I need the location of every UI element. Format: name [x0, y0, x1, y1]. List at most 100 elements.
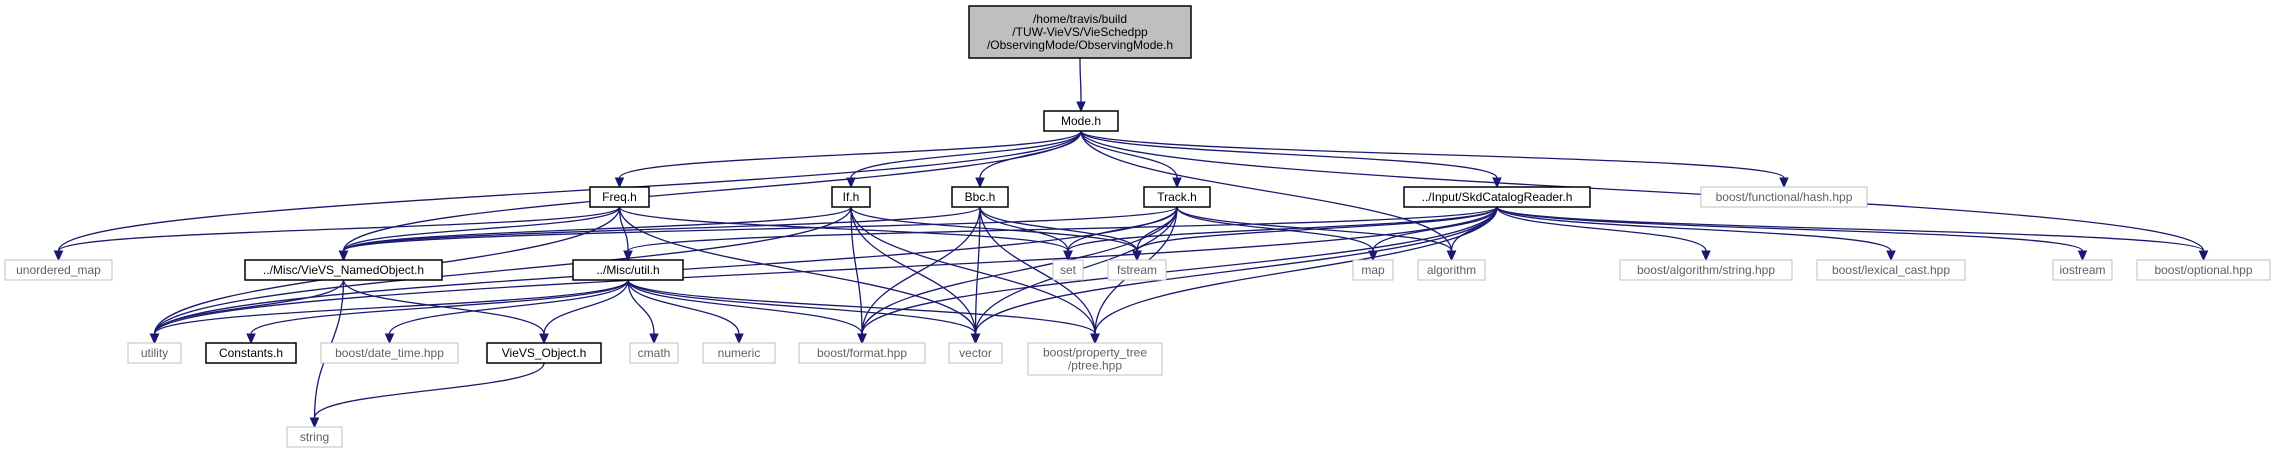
- node-box: [1107, 259, 1167, 281]
- arrowhead-util-to-date_time: [384, 333, 395, 345]
- node-utility: utility: [127, 342, 182, 364]
- edge-skdcat-to-set: [1067, 206, 1498, 252]
- edge-skdcat-to-optional: [1496, 206, 2205, 252]
- node-label: /ObservingMode/ObservingMode.h: [987, 38, 1173, 52]
- node-numeric: numeric: [702, 342, 776, 364]
- node-label: map: [1361, 263, 1385, 277]
- node-set: set: [1052, 259, 1084, 281]
- node-label: boost/functional/hash.hpp: [1716, 190, 1853, 204]
- node-label: /ptree.hpp: [1068, 359, 1122, 373]
- node-mode[interactable]: Mode.h: [1043, 110, 1119, 132]
- node-box: [205, 342, 297, 364]
- node-box: [1027, 342, 1163, 376]
- node-label: If.h: [843, 190, 860, 204]
- node-box: [629, 342, 679, 364]
- edge-skdcat-to-utility: [153, 206, 1498, 335]
- node-label: boost/date_time.hpp: [335, 346, 444, 360]
- arrowhead-skdcat-to-set: [1063, 250, 1073, 262]
- arrowhead-skdcat-to-lexical_cast: [1886, 250, 1896, 262]
- node-if[interactable]: If.h: [831, 186, 871, 208]
- arrowhead-mode-to-if: [846, 177, 856, 189]
- node-root[interactable]: /home/travis/build/TUW-VieVS/VieSchedpp/…: [968, 5, 1192, 59]
- node-box: [320, 342, 459, 364]
- node-box: [1043, 110, 1119, 132]
- arrowhead-mode-to-freq: [614, 177, 625, 189]
- arrowhead-util-to-format: [857, 333, 867, 345]
- node-iostream: iostream: [2052, 259, 2113, 281]
- edges-layer: [53, 57, 2209, 429]
- node-box: [589, 186, 650, 208]
- edge-util-to-format: [627, 279, 863, 335]
- edge-bbc-to-ptree: [979, 206, 1096, 335]
- node-label: ../Misc/util.h: [596, 263, 659, 277]
- edge-util-to-numeric: [627, 279, 740, 335]
- arrowhead-freq-to-unordered_map: [53, 250, 64, 262]
- edge-freq-to-set: [618, 206, 1069, 252]
- node-box: [951, 186, 1009, 208]
- node-box: [831, 186, 871, 208]
- arrowhead-track-to-namedobj: [338, 250, 349, 262]
- node-label: vector: [959, 346, 992, 360]
- arrowhead-util-to-ptree: [1090, 333, 1100, 345]
- arrowhead-mode-to-track: [1172, 177, 1182, 189]
- node-format: boost/format.hpp: [798, 342, 926, 364]
- node-label: boost/format.hpp: [817, 346, 907, 360]
- edge-skdcat-to-format: [861, 206, 1498, 335]
- node-box: [798, 342, 926, 364]
- edge-util-to-ptree: [627, 279, 1096, 335]
- arrowhead-skdcat-to-boost_string: [1701, 250, 1711, 262]
- node-unordered_map: unordered_map: [4, 259, 113, 281]
- node-box: [948, 342, 1003, 364]
- edge-if-to-format: [850, 206, 863, 335]
- node-skdcat[interactable]: ../Input/SkdCatalogReader.h: [1403, 186, 1591, 208]
- edge-util-to-utility: [153, 279, 629, 335]
- node-boost_string: boost/algorithm/string.hpp: [1619, 259, 1793, 281]
- node-label: algorithm: [1427, 263, 1476, 277]
- node-box: [4, 259, 113, 281]
- node-track[interactable]: Track.h: [1143, 186, 1211, 208]
- edge-bbc-to-format: [861, 206, 981, 335]
- arrowhead-util-to-constants: [246, 333, 256, 345]
- edge-vievs_object-to-string: [313, 362, 545, 419]
- node-label: /home/travis/build: [1033, 12, 1127, 26]
- node-box: [1700, 186, 1868, 208]
- node-box: [702, 342, 776, 364]
- edge-skdcat-to-vector: [974, 206, 1498, 335]
- arrowhead-skdcat-to-algorithm: [1446, 250, 1457, 262]
- edge-mode-to-optional: [1080, 130, 2205, 252]
- node-label: set: [1060, 263, 1077, 277]
- node-freq[interactable]: Freq.h: [589, 186, 650, 208]
- node-label: boost/property_tree: [1043, 346, 1147, 360]
- node-vievs_object[interactable]: VieVS_Object.h: [486, 342, 602, 364]
- edge-root-to-mode: [1079, 57, 1082, 103]
- node-bbc[interactable]: Bbc.h: [951, 186, 1009, 208]
- node-box: [486, 342, 602, 364]
- node-label: string: [300, 430, 329, 444]
- node-fstream: fstream: [1107, 259, 1167, 281]
- edge-bbc-to-namedobj: [342, 206, 981, 252]
- edge-mode-to-track: [1080, 130, 1178, 179]
- edge-util-to-cmath: [627, 279, 655, 335]
- arrowhead-util-to-cmath: [649, 333, 659, 345]
- node-util[interactable]: ../Misc/util.h: [572, 259, 684, 281]
- arrowhead-skdcat-to-util: [623, 250, 633, 262]
- arrowhead-util-to-numeric: [734, 333, 744, 345]
- node-label: boost/optional.hpp: [2154, 263, 2252, 277]
- node-label: Constants.h: [219, 346, 283, 360]
- arrowhead-mode-to-hash: [1779, 177, 1789, 189]
- edge-mode-to-hash: [1080, 130, 1785, 179]
- node-constants[interactable]: Constants.h: [205, 342, 297, 364]
- node-label: Bbc.h: [965, 190, 996, 204]
- node-box: [286, 426, 343, 448]
- edge-track-to-namedobj: [342, 206, 1178, 252]
- node-box: [2052, 259, 2113, 281]
- node-label: iostream: [2059, 263, 2105, 277]
- edge-track-to-format: [861, 206, 1178, 335]
- node-label: Track.h: [1157, 190, 1197, 204]
- node-label: boost/lexical_cast.hpp: [1832, 263, 1950, 277]
- edge-util-to-vector: [627, 279, 977, 335]
- node-optional: boost/optional.hpp: [2136, 259, 2271, 281]
- arrowhead-skdcat-to-iostream: [2077, 250, 2088, 262]
- node-namedobj[interactable]: ../Misc/VieVS_NamedObject.h: [244, 259, 443, 281]
- arrowhead-skdcat-to-fstream: [1132, 250, 1142, 262]
